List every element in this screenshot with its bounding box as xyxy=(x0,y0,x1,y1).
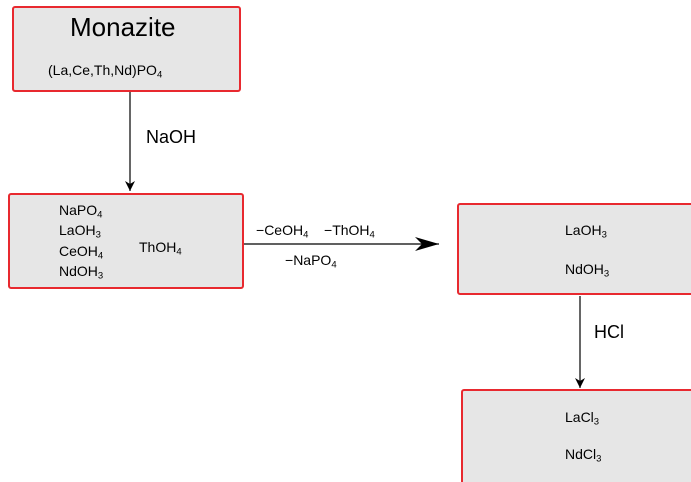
removed-ceoh4-label: −CeOH4 xyxy=(256,222,309,241)
monazite-box xyxy=(12,6,241,92)
chloride-item-ndcl3: NdCl3 xyxy=(565,446,602,465)
hydroxide-item-ndoh3: NdOH3 xyxy=(565,261,610,280)
hydroxides-box xyxy=(457,203,691,295)
removed-napo4-label: −NaPO4 xyxy=(285,252,337,271)
monazite-formula: (La,Ce,Th,Nd)PO4 xyxy=(48,62,163,81)
intermediate-box xyxy=(8,193,244,289)
chlorides-box xyxy=(461,389,691,482)
intermediate-item-thoh4: ThOH4 xyxy=(139,239,182,258)
intermediate-item-napo4: NaPO4 xyxy=(59,202,103,221)
reagent-naoh-label: NaOH xyxy=(146,127,197,147)
hydroxide-item-laoh3: LaOH3 xyxy=(565,222,607,241)
removed-thoh4-label: −ThOH4 xyxy=(324,222,375,241)
chloride-item-lacl3: LaCl3 xyxy=(565,409,600,428)
monazite-title: Monazite xyxy=(70,12,176,42)
reagent-hcl-label: HCl xyxy=(594,322,624,342)
intermediate-item-ceoh4: CeOH4 xyxy=(59,243,104,262)
intermediate-item-ndoh3: NdOH3 xyxy=(59,263,104,282)
intermediate-item-laoh3: LaOH3 xyxy=(59,222,101,241)
